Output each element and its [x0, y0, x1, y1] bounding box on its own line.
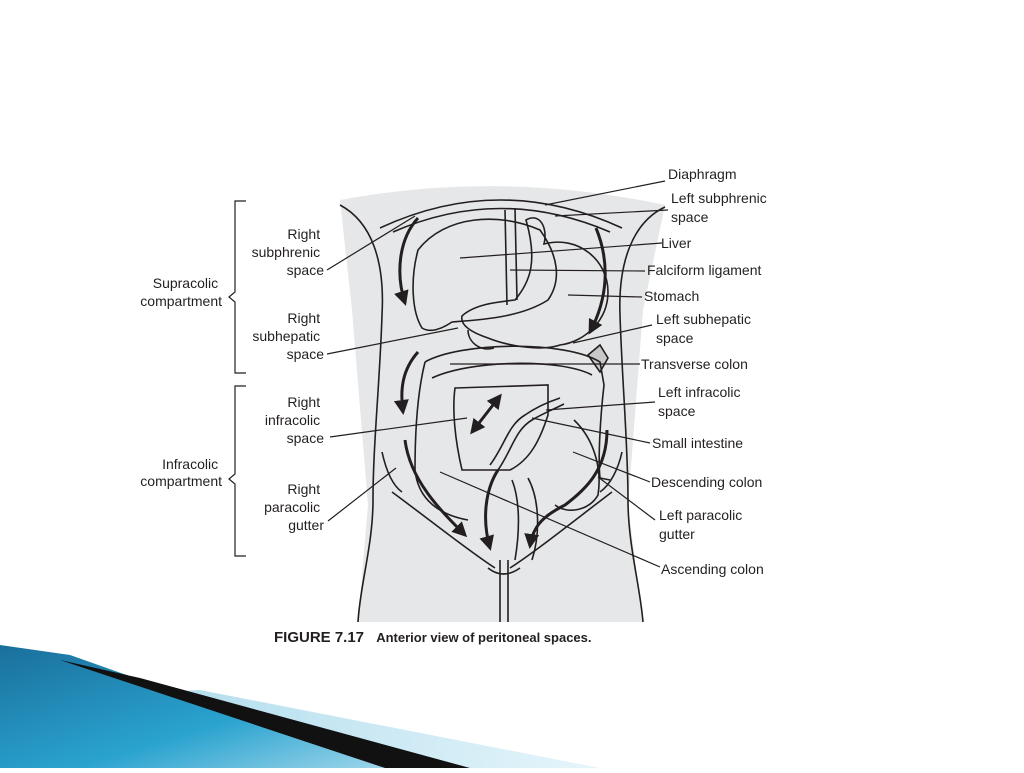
midline — [499, 560, 509, 622]
duodenum-shape — [467, 329, 495, 350]
pubic-curve — [487, 567, 521, 575]
label-infracolic: Infracolic compartment — [140, 456, 222, 489]
small-intestine-region — [453, 384, 549, 471]
label-left-paracolic: Left paracolic gutter — [659, 507, 746, 542]
leader-ascending-colon — [439, 471, 661, 568]
torso-shading — [340, 186, 665, 622]
leader-right-paracolic — [327, 467, 397, 522]
bracket-supracolic — [228, 200, 246, 374]
arrow-left-subphrenic — [588, 227, 607, 335]
torso-outline-right — [339, 204, 384, 623]
label-right-subphrenic: Right subphrenic space — [252, 226, 325, 278]
figure-caption: FIGURE 7.17 Anterior view of peritoneal … — [274, 629, 592, 646]
label-right-paracolic: Right paracolic gutter — [264, 481, 324, 533]
pelvis-line — [391, 491, 613, 569]
diaphragm-outer — [379, 199, 623, 229]
arrow-right-paracolic — [403, 439, 468, 538]
descending-colon-shape — [554, 419, 600, 511]
sigmoid-colon — [511, 477, 539, 561]
label-right-infracolic: Right infracolic space — [265, 394, 324, 446]
label-left-subhepatic: Left subhepatic space — [656, 311, 755, 346]
arrow-right-subphrenic — [394, 216, 420, 306]
torso-drawing — [339, 186, 666, 623]
label-transverse-colon: Transverse colon — [641, 356, 748, 372]
label-stomach: Stomach — [644, 288, 699, 304]
label-right-subhepatic: Right subhepatic space — [252, 310, 324, 362]
caption-number: FIGURE 7.17 — [274, 629, 364, 646]
splenic-flexure — [586, 343, 609, 374]
label-small-intestine: Small intestine — [652, 435, 743, 451]
leader-diaphragm — [544, 180, 666, 206]
leader-left-infracolic — [545, 401, 656, 411]
slide-decoration — [0, 645, 600, 768]
leader-right-infracolic — [329, 417, 468, 438]
leader-left-paracolic — [597, 476, 656, 521]
arrow-small-intestine — [470, 393, 502, 435]
leader-left-subphrenic — [554, 209, 669, 217]
label-diaphragm: Diaphragm — [668, 166, 736, 182]
arrow-right-gutter-upper — [393, 351, 420, 415]
stomach-shape — [461, 217, 609, 349]
leader-stomach — [567, 294, 643, 298]
leader-left-subhepatic — [572, 324, 653, 344]
diaphragm-inner — [392, 207, 611, 233]
inguinal-fold-left — [381, 451, 403, 493]
leader-falciform — [509, 269, 646, 272]
torso-outline-left — [619, 206, 666, 623]
arrow-left-paracolic — [524, 429, 609, 549]
leader-right-subhepatic — [326, 327, 459, 355]
deco-dark-stripe — [60, 660, 470, 768]
bracket-infracolic — [228, 385, 246, 557]
small-intestine-loop-1 — [489, 397, 561, 466]
label-left-infracolic: Left infracolic space — [658, 384, 744, 419]
inguinal-fold-right — [599, 451, 623, 493]
leader-right-subphrenic — [326, 215, 416, 271]
caption-text: Anterior view of peritoneal spaces. — [376, 630, 591, 645]
label-supracolic: Supracolic compartment — [140, 275, 222, 309]
leader-lines — [228, 180, 669, 568]
label-ascending-colon: Ascending colon — [661, 561, 764, 577]
leader-descending-colon — [572, 451, 651, 483]
label-descending-colon: Descending colon — [651, 474, 762, 490]
liver-shape — [412, 218, 558, 332]
label-falciform: Falciform ligament — [647, 262, 761, 278]
leader-small-intestine — [531, 417, 651, 444]
leader-liver — [459, 242, 663, 259]
arrow-ascending — [479, 469, 500, 551]
label-left-subphrenic: Left subphrenic space — [671, 190, 771, 225]
label-liver: Liver — [661, 235, 692, 251]
flow-arrows — [393, 216, 609, 551]
